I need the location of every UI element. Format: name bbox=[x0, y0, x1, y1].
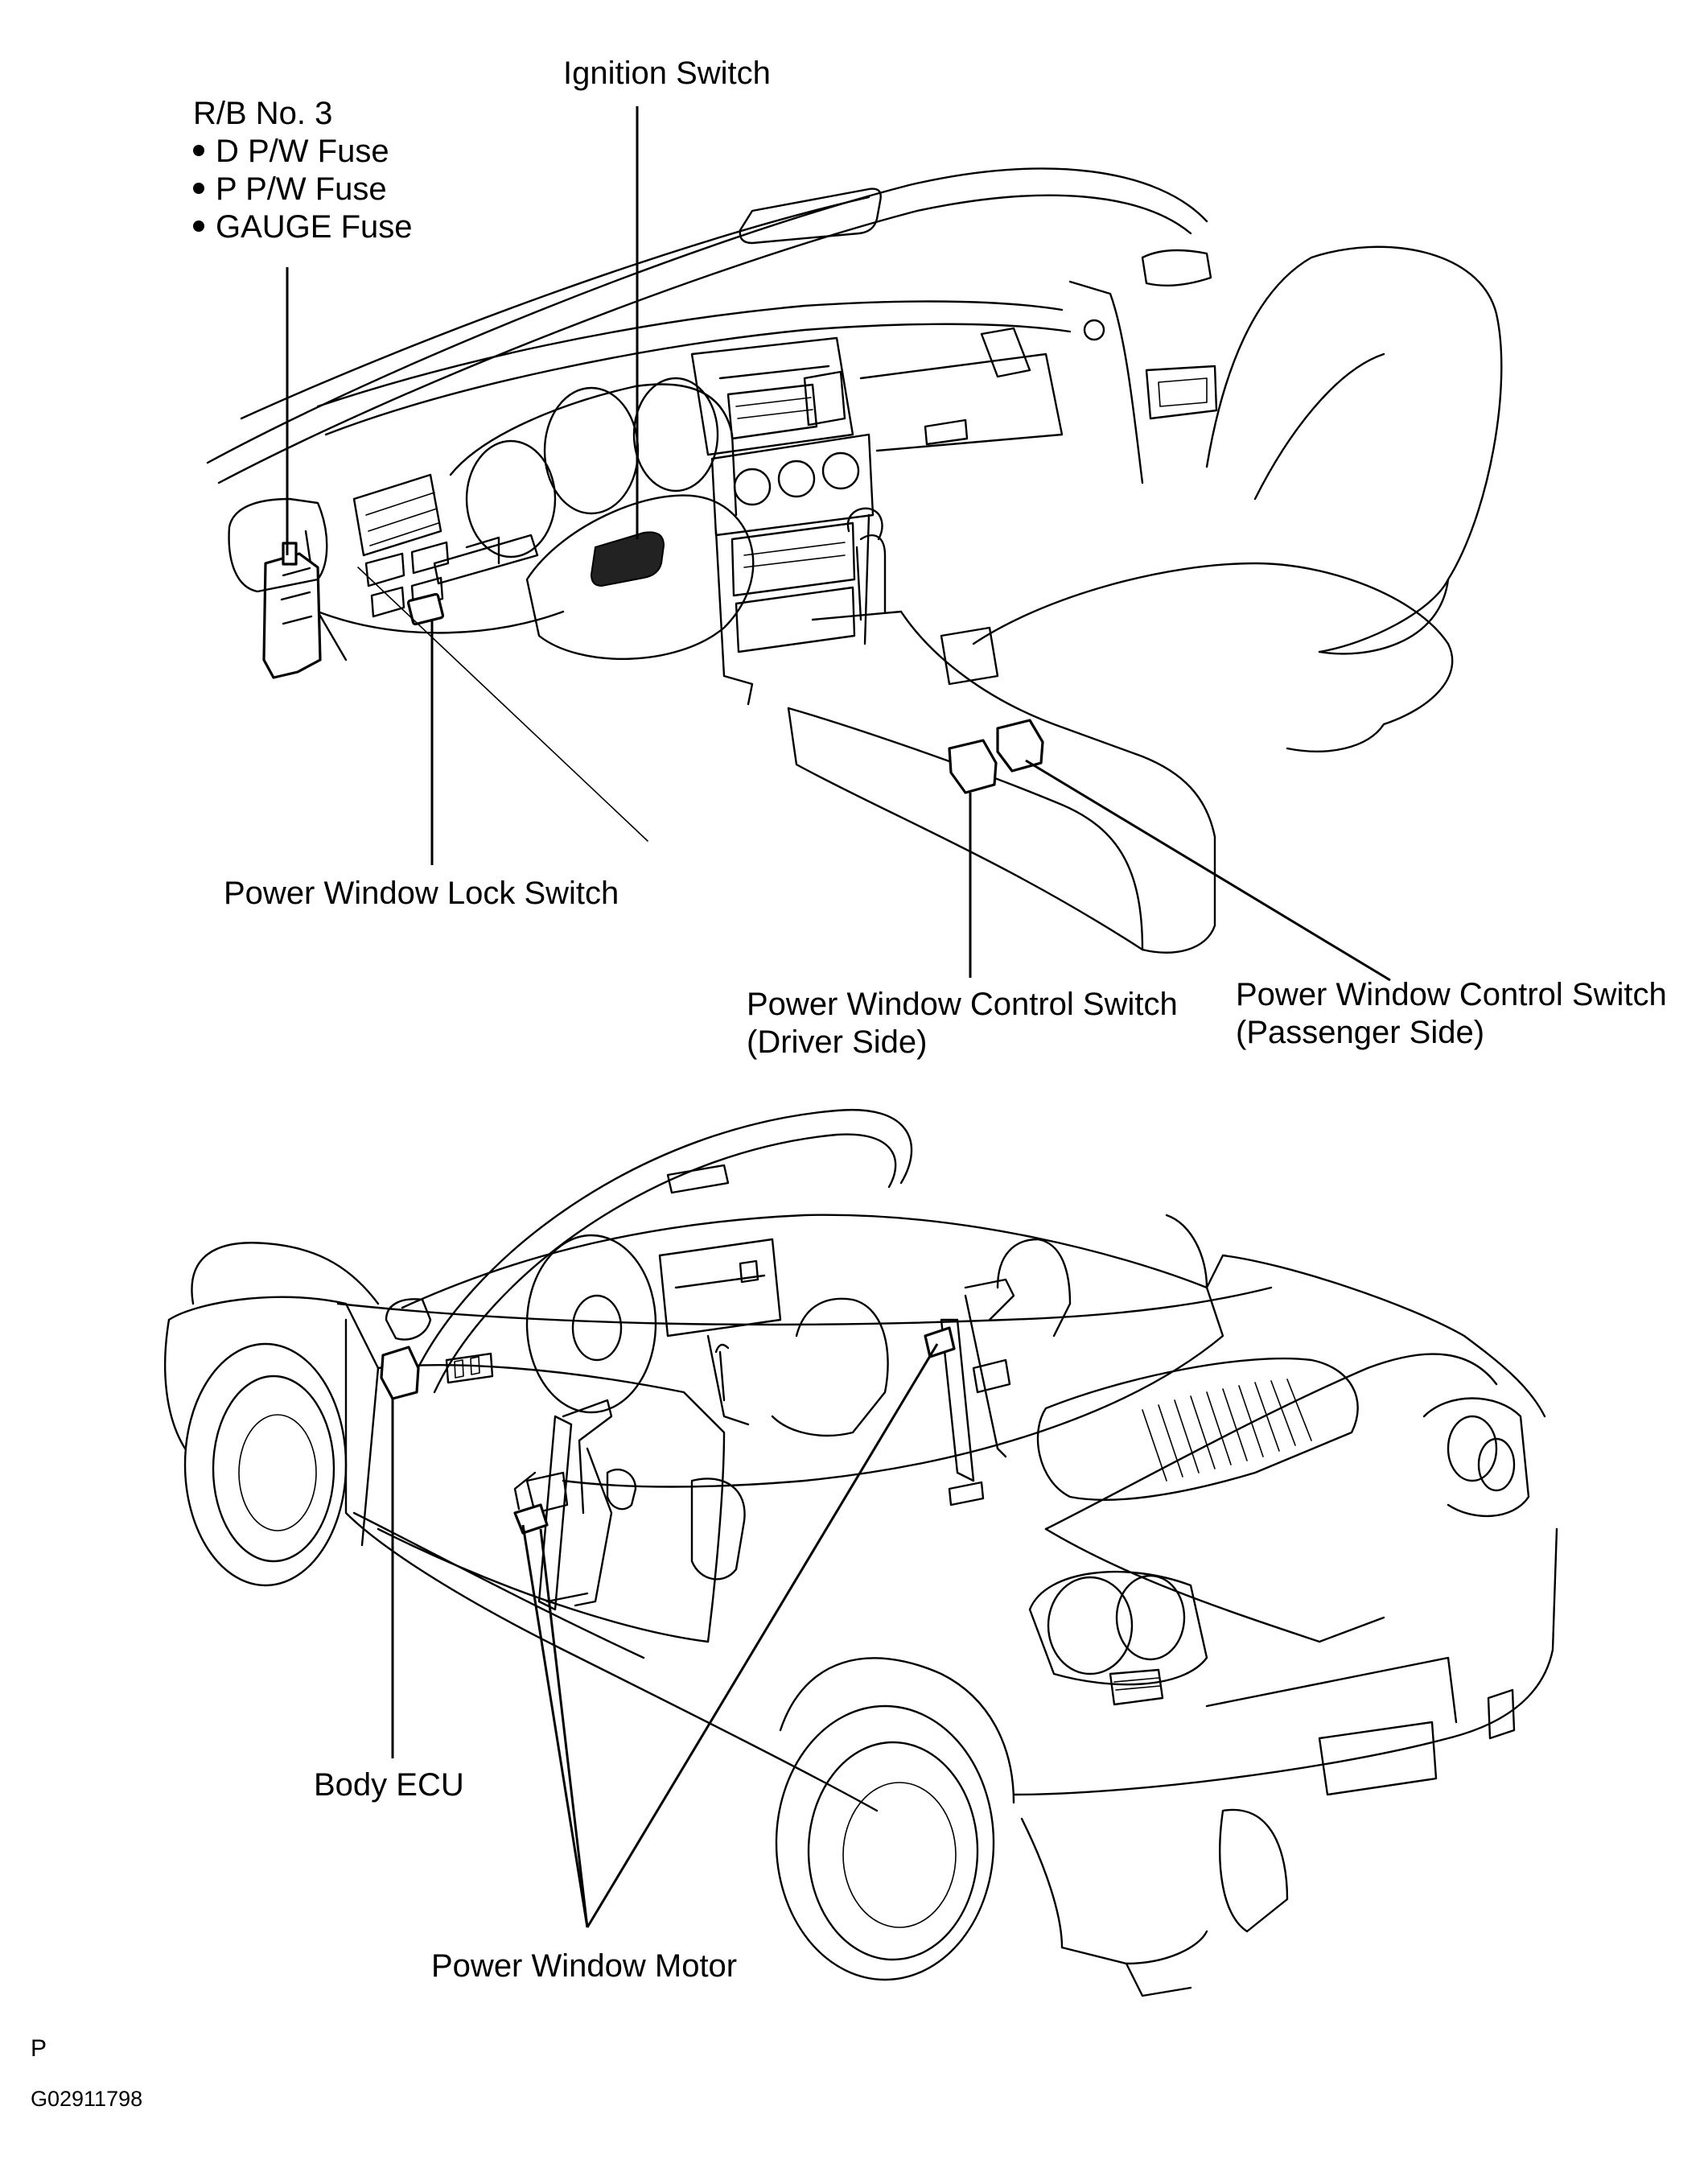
ignition-switch-label: Ignition Switch bbox=[563, 56, 771, 91]
leader-power-window-motor-left-b bbox=[539, 1528, 589, 1928]
reference-line-dash bbox=[357, 567, 648, 842]
body-ecu-label: Body ECU bbox=[314, 1767, 464, 1803]
rb3-fuse-item: GAUGE Fuse bbox=[193, 208, 413, 246]
power-window-motor-label: Power Window Motor bbox=[431, 1948, 738, 1984]
bullet-icon bbox=[193, 183, 204, 195]
interior-dashboard-illustration bbox=[206, 167, 1503, 954]
bullet-icon bbox=[193, 145, 204, 157]
control-switch-driver-label: Power Window Control Switch bbox=[747, 987, 1178, 1022]
bullet-icon bbox=[193, 221, 204, 233]
section-letter: P bbox=[31, 2035, 47, 2062]
control-switch-passenger-sublabel: (Passenger Side) bbox=[1236, 1015, 1485, 1050]
vehicle-illustration bbox=[163, 1108, 1558, 1997]
control-switch-driver-sublabel: (Driver Side) bbox=[747, 1024, 928, 1060]
leader-passenger-control-switch bbox=[1025, 759, 1391, 982]
rb3-fuse-item: P P/W Fuse bbox=[193, 171, 387, 208]
leader-power-window-motor-right bbox=[586, 1343, 939, 1928]
leader-power-window-motor-left-a bbox=[521, 1524, 589, 1928]
rb3-label-title: R/B No. 3 bbox=[193, 96, 333, 131]
rb3-fuse-item: D P/W Fuse bbox=[193, 133, 389, 171]
power-window-lock-switch-label: Power Window Lock Switch bbox=[224, 876, 619, 911]
control-switch-passenger-label: Power Window Control Switch bbox=[1236, 977, 1667, 1012]
figure-code: G02911798 bbox=[31, 2087, 143, 2111]
